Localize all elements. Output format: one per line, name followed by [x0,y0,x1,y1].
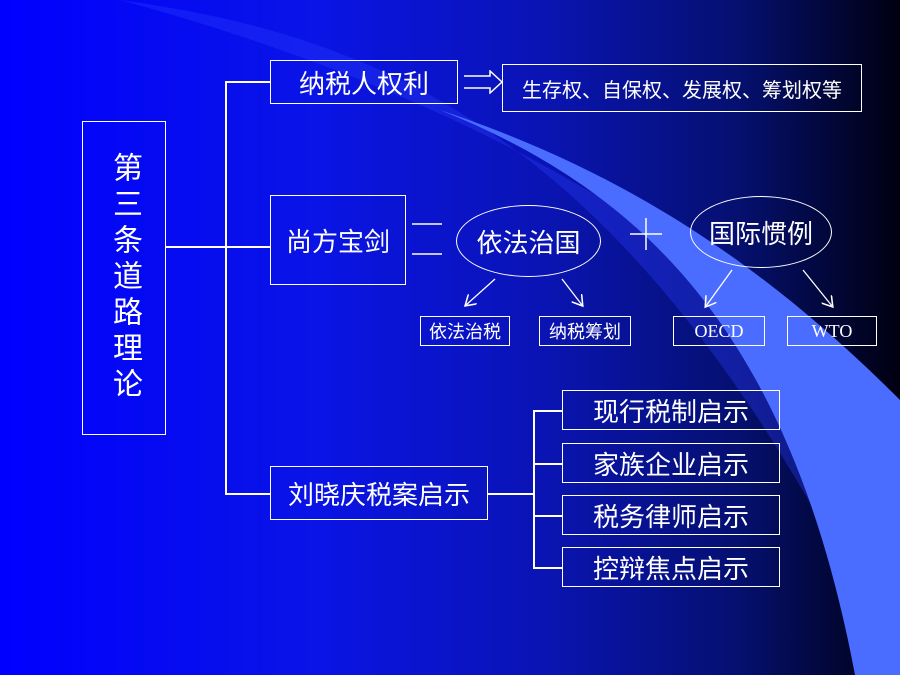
case-item-connector-3 [533,515,563,517]
intl-child-box-2: WTO [787,316,877,346]
case-item-box-2: 家族企业启示 [562,443,780,483]
arrow-intl-right [802,269,832,306]
law-child-label: 依法治税 [429,322,501,343]
law-label: 依法治国 [476,228,581,259]
case-item-label: 税务律师启示 [592,502,749,533]
law-ellipse: 依法治国 [456,205,601,277]
plus-icon [630,218,662,250]
arrow-intl-left [706,269,733,306]
case-label: 刘晓庆税案启示 [287,480,470,511]
case-item-box-3: 税务律师启示 [562,495,780,535]
sword-label: 尚方宝剑 [285,227,390,258]
case-item-label: 家族企业启示 [592,450,749,481]
arrow-law-right [561,278,582,305]
case-item-box-4: 控辩焦点启示 [562,547,780,587]
law-child-box-2: 纳税筹划 [539,316,631,346]
intl-child-box-1: OECD [673,316,765,346]
intl-child-label: WTO [811,320,853,341]
law-child-label: 纳税筹划 [549,322,621,343]
root-title: 第三条道路理论 [107,152,142,404]
connector-sword [225,246,270,248]
case-connector [488,493,534,495]
intl-child-label: OECD [694,320,744,341]
case-item-label: 控辩焦点启示 [592,554,749,585]
case-items-trunk [533,410,535,568]
root-connector [166,246,226,248]
root-title-box: 第三条道路理论 [82,121,166,435]
sword-box: 尚方宝剑 [270,195,406,285]
case-item-box-1: 现行税制启示 [562,390,780,430]
connector-case [225,493,270,495]
equals-icon [412,223,442,255]
trunk-line [225,81,227,495]
background-swoosh [440,110,900,675]
arrow-law-left [466,278,496,305]
case-item-label: 现行税制启示 [592,397,749,428]
rights-detail: 生存权、自保权、发展权、筹划权等 [522,77,842,102]
rights-box: 纳税人权利 [270,60,458,104]
intl-label: 国际惯例 [708,219,813,250]
law-child-box-1: 依法治税 [420,316,510,346]
rights-label: 纳税人权利 [298,69,429,100]
intl-ellipse: 国际惯例 [690,196,832,268]
case-item-connector-1 [533,410,563,412]
connector-rights [225,81,270,83]
case-item-connector-4 [533,567,563,569]
case-item-connector-2 [533,463,563,465]
rights-detail-box: 生存权、自保权、发展权、筹划权等 [502,64,862,112]
case-box: 刘晓庆税案启示 [270,466,488,520]
